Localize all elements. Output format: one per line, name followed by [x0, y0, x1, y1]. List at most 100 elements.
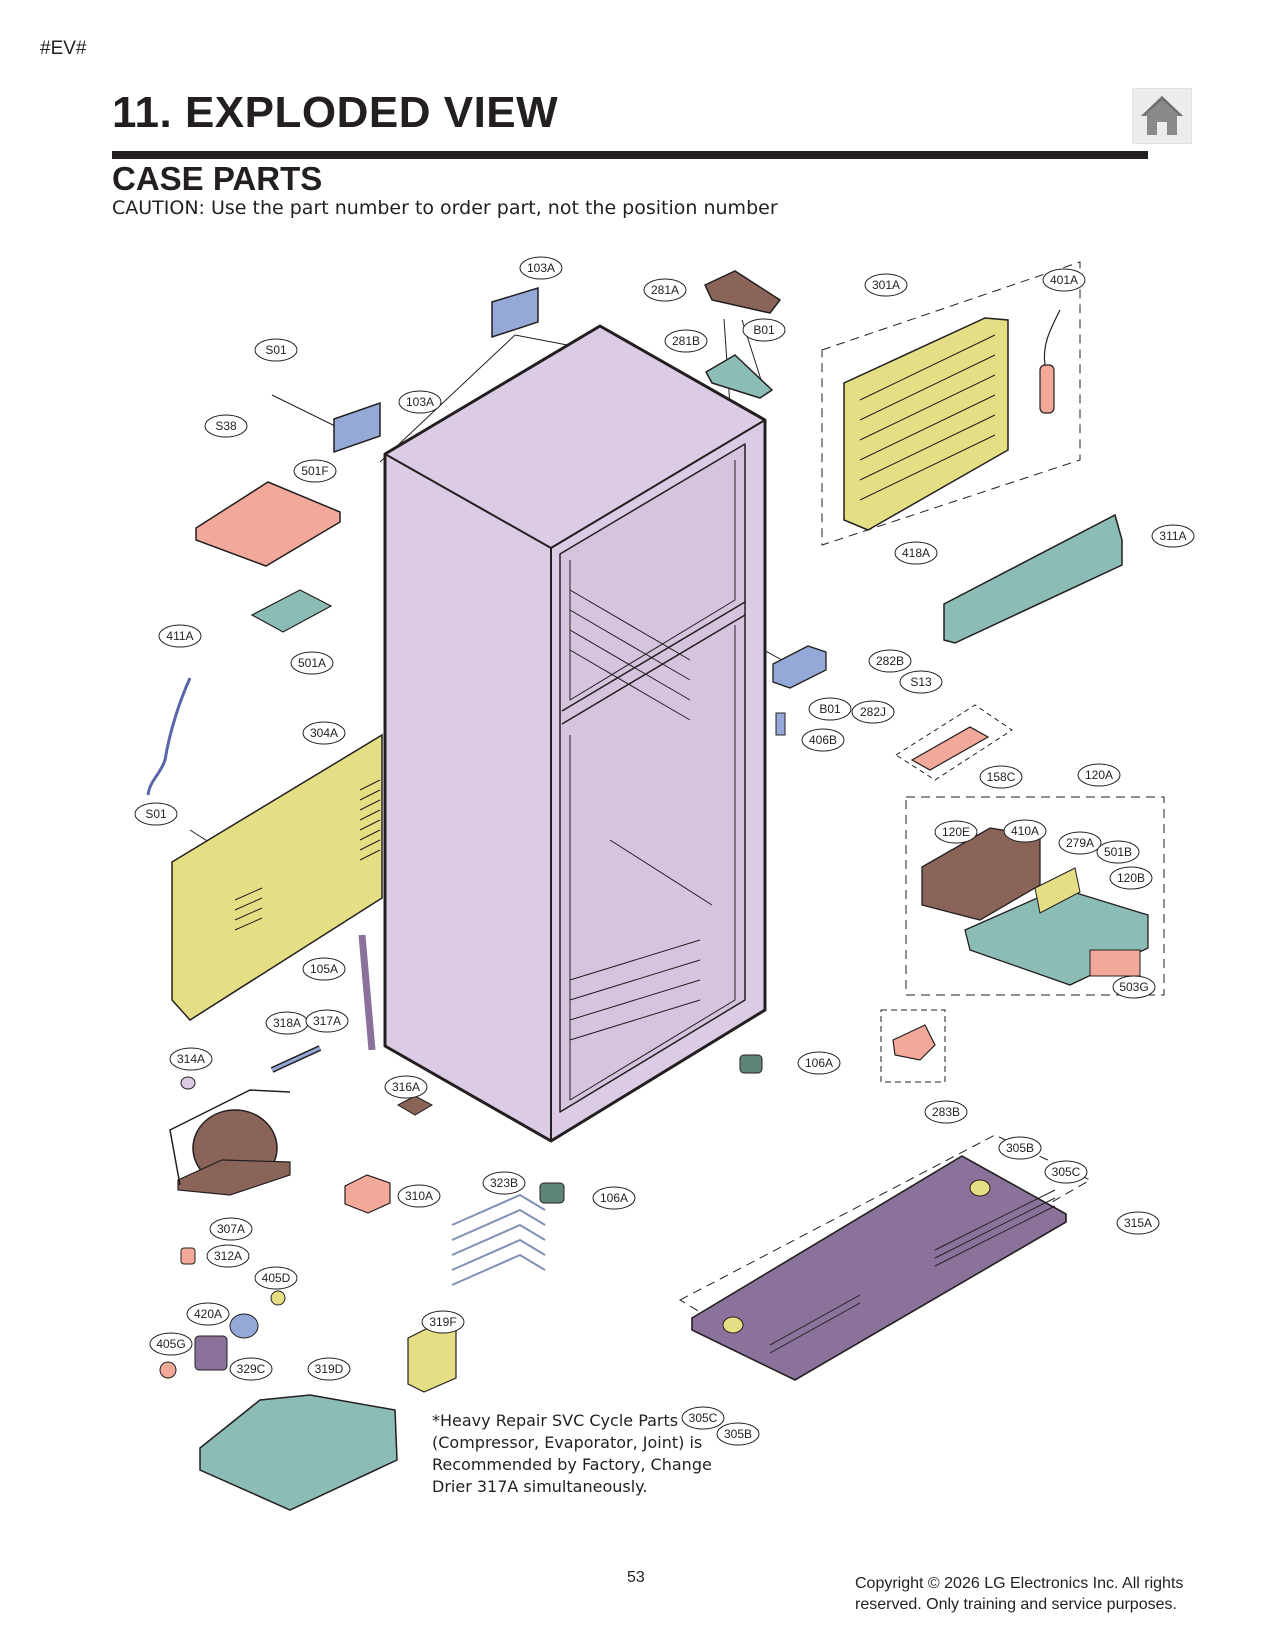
- callout-501b: 501B: [1096, 840, 1140, 864]
- callout-bubble: [808, 697, 852, 721]
- home-button[interactable]: [1132, 88, 1192, 144]
- callout-bubble: [899, 670, 943, 694]
- hinge-283B: [892, 1024, 936, 1061]
- callout-s01: S01: [134, 802, 178, 826]
- callout-bubble: [305, 1009, 349, 1033]
- callout-bubble: [293, 459, 337, 483]
- hinge-cover-103A-lower: [333, 401, 381, 454]
- callout-bubble: [1077, 763, 1121, 787]
- copyright-line: Copyright © 2026 LG Electronics Inc. All…: [855, 1575, 1184, 1592]
- callout-305c: 305C: [681, 1406, 725, 1430]
- part-406B: [775, 712, 786, 736]
- callout-label: 282B: [876, 654, 904, 668]
- callout-label: B01: [753, 323, 775, 337]
- callout-label: 405D: [262, 1271, 291, 1285]
- callout-label: 301A: [872, 278, 900, 292]
- callout-s38: S38: [204, 414, 248, 438]
- callout-label: 318A: [273, 1016, 301, 1030]
- note-line: *Heavy Repair SVC Cycle Parts: [432, 1411, 679, 1430]
- note-line: Recommended by Factory, Change: [432, 1455, 712, 1474]
- callout-305c: 305C: [1044, 1160, 1088, 1184]
- callout-label: S38: [215, 419, 237, 433]
- callout-329c: 329C: [229, 1357, 273, 1381]
- part-405D: [270, 1290, 286, 1306]
- rear-cover-304A: [171, 733, 383, 1021]
- callout-406b: 406B: [801, 728, 845, 752]
- callout-label: 501A: [298, 656, 326, 670]
- callout-bubble: [934, 820, 978, 844]
- callout-bubble: [1042, 268, 1086, 292]
- callout-label: 305B: [724, 1427, 752, 1441]
- part-310A: [344, 1174, 391, 1214]
- copyright-notice: Copyright © 2026 LG Electronics Inc. All…: [855, 1573, 1183, 1615]
- callout-bubble: [979, 765, 1023, 789]
- callout-bubble: [290, 651, 334, 675]
- part-158C: [910, 726, 990, 771]
- callout-label: 281B: [672, 334, 700, 348]
- motor-420A: [194, 1335, 228, 1371]
- callout-410a: 410A: [1003, 819, 1047, 843]
- callout-label: 319F: [429, 1315, 456, 1329]
- tube-105A: [358, 934, 376, 1051]
- callout-label: S01: [265, 343, 287, 357]
- callout-305b: 305B: [998, 1136, 1042, 1160]
- callout-label: 420A: [194, 1307, 222, 1321]
- callout-bubble: [716, 1422, 760, 1446]
- part-405G: [159, 1361, 177, 1379]
- callout-bubble: [134, 802, 178, 826]
- callout-307a: 307A: [209, 1217, 253, 1241]
- callout-279a: 279A: [1058, 831, 1102, 855]
- damper-305C-upper: [969, 1179, 991, 1197]
- damper-305C-lower: [722, 1316, 744, 1334]
- callout-bubble: [206, 1244, 250, 1268]
- callout-label: 279A: [1066, 836, 1094, 850]
- callout-301a: 301A: [864, 273, 908, 297]
- callout-bubble: [924, 1100, 968, 1124]
- refrigerator-cabinet: [383, 324, 767, 1143]
- callout-501f: 501F: [293, 459, 337, 483]
- callout-bubble: [664, 329, 708, 353]
- callout-bubble: [229, 1357, 273, 1381]
- callout-bubble: [209, 1217, 253, 1241]
- caution-text: CAUTION: Use the part number to order pa…: [112, 197, 778, 219]
- callout-bubble: [1096, 840, 1140, 864]
- callout-bubble: [186, 1302, 230, 1326]
- callout-label: 312A: [214, 1249, 242, 1263]
- callout-label: 503G: [1119, 980, 1148, 994]
- callout-312a: 312A: [206, 1244, 250, 1268]
- callout-label: 103A: [406, 395, 434, 409]
- callout-label: 315A: [1124, 1216, 1152, 1230]
- page-number: 53: [627, 1569, 645, 1586]
- callout-bubble: [681, 1406, 725, 1430]
- callout-bubble: [1003, 819, 1047, 843]
- grommet-312A: [180, 1247, 196, 1265]
- callout-label: 411A: [166, 629, 193, 643]
- callout-323b: 323B: [482, 1171, 526, 1195]
- callout-bubble: [302, 721, 346, 745]
- callout-label: S13: [910, 675, 932, 689]
- callout-b01: B01: [742, 318, 786, 342]
- callout-310a: 310A: [397, 1184, 441, 1208]
- callout-411a: 411A: [158, 624, 202, 648]
- callout-316a: 316A: [384, 1075, 428, 1099]
- callout-418a: 418A: [894, 541, 938, 565]
- callout-label: 323B: [490, 1176, 518, 1190]
- callout-bubble: [519, 256, 563, 280]
- pcb-cover-501F: [195, 481, 341, 567]
- callout-s13: S13: [899, 670, 943, 694]
- leg-106A-front: [539, 1182, 565, 1204]
- callout-s01: S01: [254, 338, 298, 362]
- callout-bubble: [797, 1051, 841, 1075]
- callout-bubble: [643, 278, 687, 302]
- callout-305b: 305B: [716, 1422, 760, 1446]
- callout-103a: 103A: [519, 256, 563, 280]
- callout-label: 501B: [1104, 845, 1132, 859]
- callout-bubble: [384, 1075, 428, 1099]
- grommet-314A: [180, 1076, 196, 1090]
- callout-bubble: [851, 700, 895, 724]
- callout-405g: 405G: [149, 1332, 193, 1356]
- callout-label: 304A: [310, 726, 338, 740]
- callout-315a: 315A: [1116, 1211, 1160, 1235]
- callout-103a: 103A: [398, 390, 442, 414]
- callout-bubble: [1112, 975, 1156, 999]
